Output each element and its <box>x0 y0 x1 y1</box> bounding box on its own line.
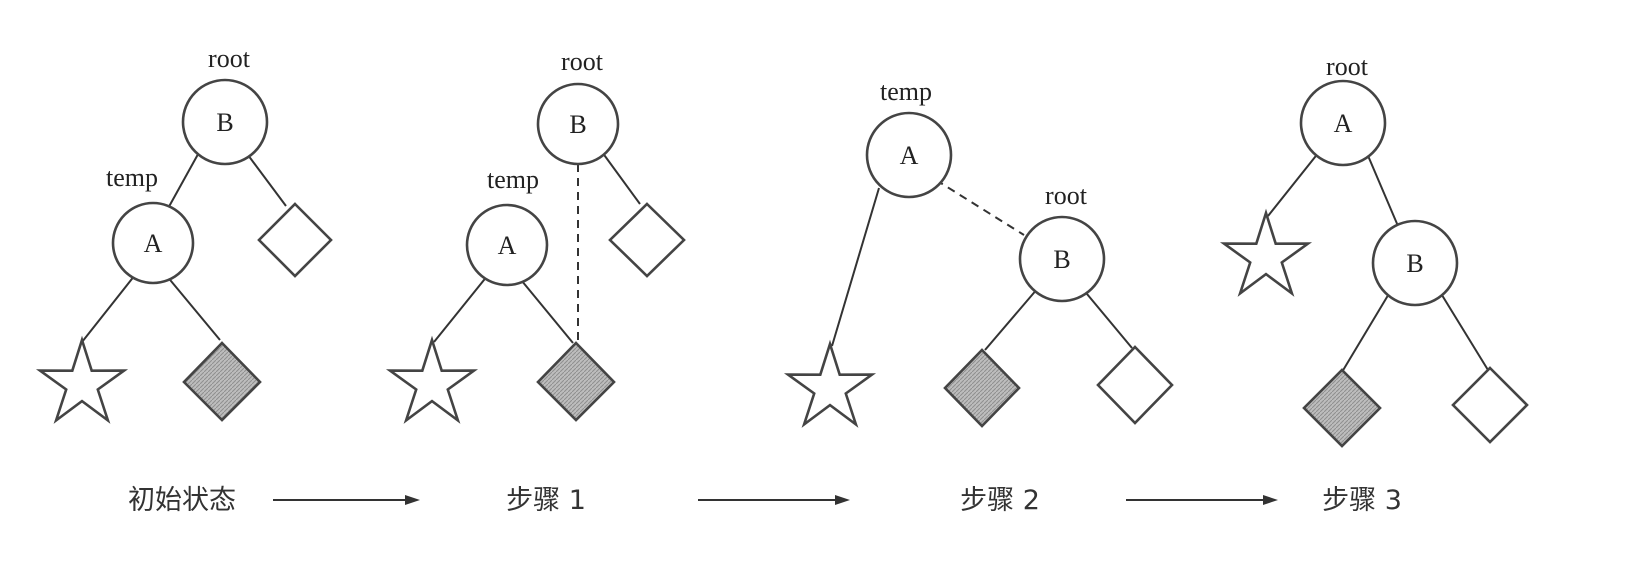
step-3: A B root <box>1219 52 1529 448</box>
white-diamond-subtree-icon <box>1451 366 1529 444</box>
edge-a-to-star <box>433 274 489 343</box>
node-a: A <box>111 201 195 285</box>
node-circle <box>536 82 620 166</box>
edge-b-to-white-diamond <box>601 151 641 205</box>
white-diamond-subtree-icon <box>257 202 333 278</box>
caption-step-2: 步骤 2 <box>960 485 1040 516</box>
root-pointer-label: root <box>1326 52 1369 81</box>
node-letter: A <box>1334 109 1353 138</box>
node-letter: B <box>216 108 233 137</box>
white-diamond-subtree-icon <box>1096 345 1174 425</box>
arrow-right-icon <box>1126 495 1278 505</box>
star-subtree-icon <box>385 335 479 424</box>
star-subtree-icon <box>1219 208 1313 297</box>
shaded-diamond-subtree-icon <box>1302 368 1382 448</box>
node-a: A <box>865 111 953 199</box>
shaded-diamond-subtree-icon <box>943 348 1021 428</box>
edge-a-to-shaded-diamond <box>516 274 574 344</box>
star-subtree-icon <box>783 339 877 428</box>
node-circle <box>865 111 953 199</box>
edge-a-to-star <box>81 274 136 343</box>
step-2: A B temp root <box>783 77 1174 428</box>
node-circle <box>1371 219 1459 307</box>
node-b: B <box>181 78 269 166</box>
step-1: B A root temp <box>385 47 686 424</box>
node-a: A <box>465 203 549 287</box>
edge-a-to-b <box>1365 150 1399 227</box>
node-letter: A <box>144 229 163 258</box>
edge-a-to-star <box>1267 146 1324 217</box>
node-a: A <box>1299 79 1387 167</box>
edge-a-to-b-dashed <box>935 179 1025 236</box>
step-initial: B A root temp <box>35 44 333 424</box>
shaded-diamond-subtree-icon <box>182 341 262 422</box>
node-b: B <box>1018 215 1106 303</box>
root-pointer-label: root <box>561 47 604 76</box>
edge-b-to-a <box>165 146 203 213</box>
caption-step-1: 步骤 1 <box>506 485 586 516</box>
arrow-right-icon <box>273 495 420 505</box>
edge-b-to-shaded-diamond <box>1341 286 1394 373</box>
node-circle <box>111 201 195 285</box>
white-diamond-subtree-icon <box>608 202 686 278</box>
caption-step-3: 步骤 3 <box>1322 485 1402 516</box>
node-letter: B <box>1053 245 1070 274</box>
node-circle <box>1018 215 1106 303</box>
shaded-diamond-subtree-icon <box>536 341 616 422</box>
node-circle <box>1299 79 1387 167</box>
temp-pointer-label: temp <box>487 165 539 194</box>
node-letter: A <box>900 141 919 170</box>
node-letter: B <box>1406 249 1423 278</box>
node-b: B <box>536 82 620 166</box>
star-subtree-icon <box>35 335 129 424</box>
edge-b-to-white-diamond <box>1081 287 1133 349</box>
caption-initial-state: 初始状态 <box>128 485 236 516</box>
node-circle <box>465 203 549 287</box>
edge-a-to-shaded-diamond <box>165 274 221 341</box>
arrow-right-icon <box>698 495 850 505</box>
edge-b-to-white-diamond <box>244 150 287 207</box>
edge-b-to-shaded-diamond <box>984 287 1039 351</box>
root-pointer-label: root <box>208 44 251 73</box>
node-letter: B <box>569 110 586 139</box>
edge-b-to-white-diamond <box>1436 286 1489 371</box>
node-circle <box>181 78 269 166</box>
node-letter: A <box>498 231 517 260</box>
node-b: B <box>1371 219 1459 307</box>
root-pointer-label: root <box>1045 181 1088 210</box>
temp-pointer-label: temp <box>106 163 158 192</box>
caption-row: 初始状态 步骤 1 步骤 2 步骤 3 <box>128 485 1402 516</box>
edge-a-to-star <box>831 187 880 347</box>
temp-pointer-label: temp <box>880 77 932 106</box>
